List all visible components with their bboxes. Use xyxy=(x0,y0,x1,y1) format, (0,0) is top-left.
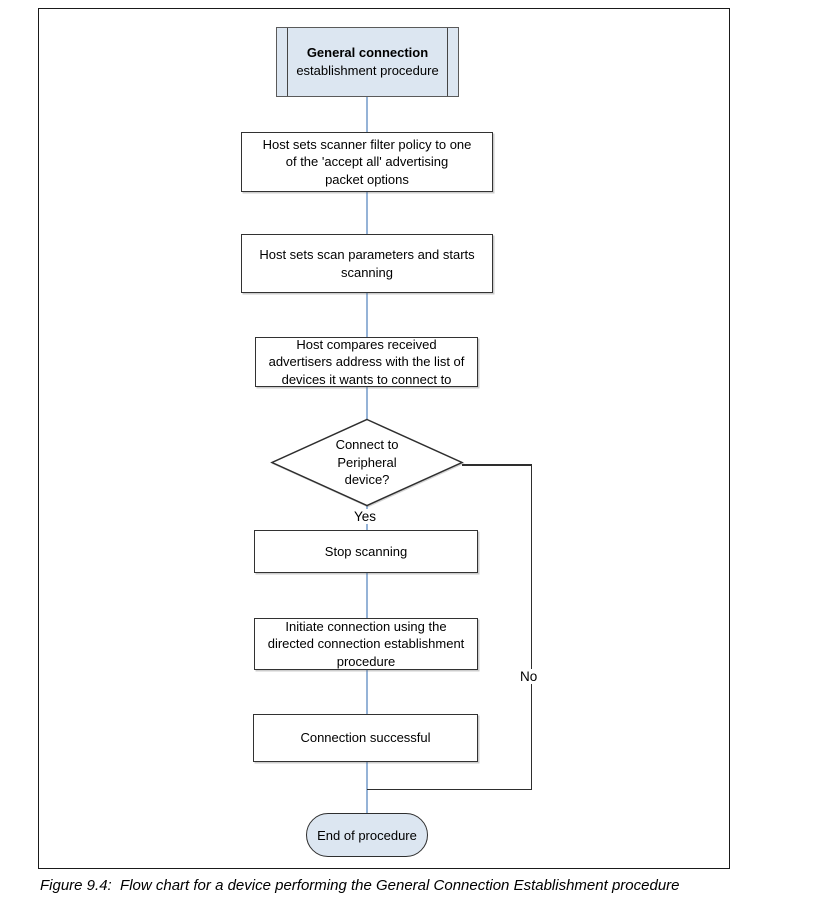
no-branch-line-vertical xyxy=(530,464,532,790)
process-connection-successful: Connection successful xyxy=(253,714,478,762)
process-stop-scanning: Stop scanning xyxy=(254,530,478,573)
connector-scan-to-compare xyxy=(366,293,368,337)
start-node-title: General connection xyxy=(306,45,429,61)
connector-success-to-end xyxy=(366,762,368,813)
process-compare-address-label: Host compares received advertisers addre… xyxy=(268,337,465,387)
connector-stop-to-initiate xyxy=(366,573,368,618)
start-node: General connection establishment procedu… xyxy=(276,27,459,97)
process-connection-successful-label: Connection successful xyxy=(300,730,431,746)
yes-edge-label: Yes xyxy=(351,509,380,524)
predefined-process-bar-right xyxy=(447,28,458,96)
predefined-process-bar-left xyxy=(277,28,288,96)
process-compare-address: Host compares received advertisers addre… xyxy=(255,337,478,387)
end-node-label: End of procedure xyxy=(317,827,417,843)
connector-filter-to-scan xyxy=(366,192,368,234)
start-node-subtitle: establishment procedure xyxy=(296,63,439,78)
decision-node: Connect to Peripheral device? xyxy=(270,418,464,507)
process-scan-params: Host sets scan parameters and starts sca… xyxy=(241,234,493,293)
process-initiate-connection-label: Initiate connection using the directed c… xyxy=(267,619,465,669)
process-filter-policy-label: Host sets scanner filter policy to one o… xyxy=(262,137,472,187)
process-initiate-connection: Initiate connection using the directed c… xyxy=(254,618,478,670)
process-filter-policy: Host sets scanner filter policy to one o… xyxy=(241,132,493,192)
decision-node-label: Connect to Peripheral device? xyxy=(335,437,399,488)
no-edge-label: No xyxy=(517,669,541,684)
connector-start-to-filter xyxy=(366,97,368,132)
process-stop-scanning-label: Stop scanning xyxy=(324,543,408,559)
connector-initiate-to-success xyxy=(366,670,368,714)
connector-compare-to-decision xyxy=(366,387,368,420)
no-branch-line-bottom xyxy=(367,788,532,790)
figure-caption: Figure 9.4: Flow chart for a device perf… xyxy=(40,877,680,894)
no-branch-line-top xyxy=(462,464,532,466)
process-scan-params-label: Host sets scan parameters and starts sca… xyxy=(259,247,475,280)
end-node: End of procedure xyxy=(306,813,428,857)
diamond-shape xyxy=(270,418,464,507)
